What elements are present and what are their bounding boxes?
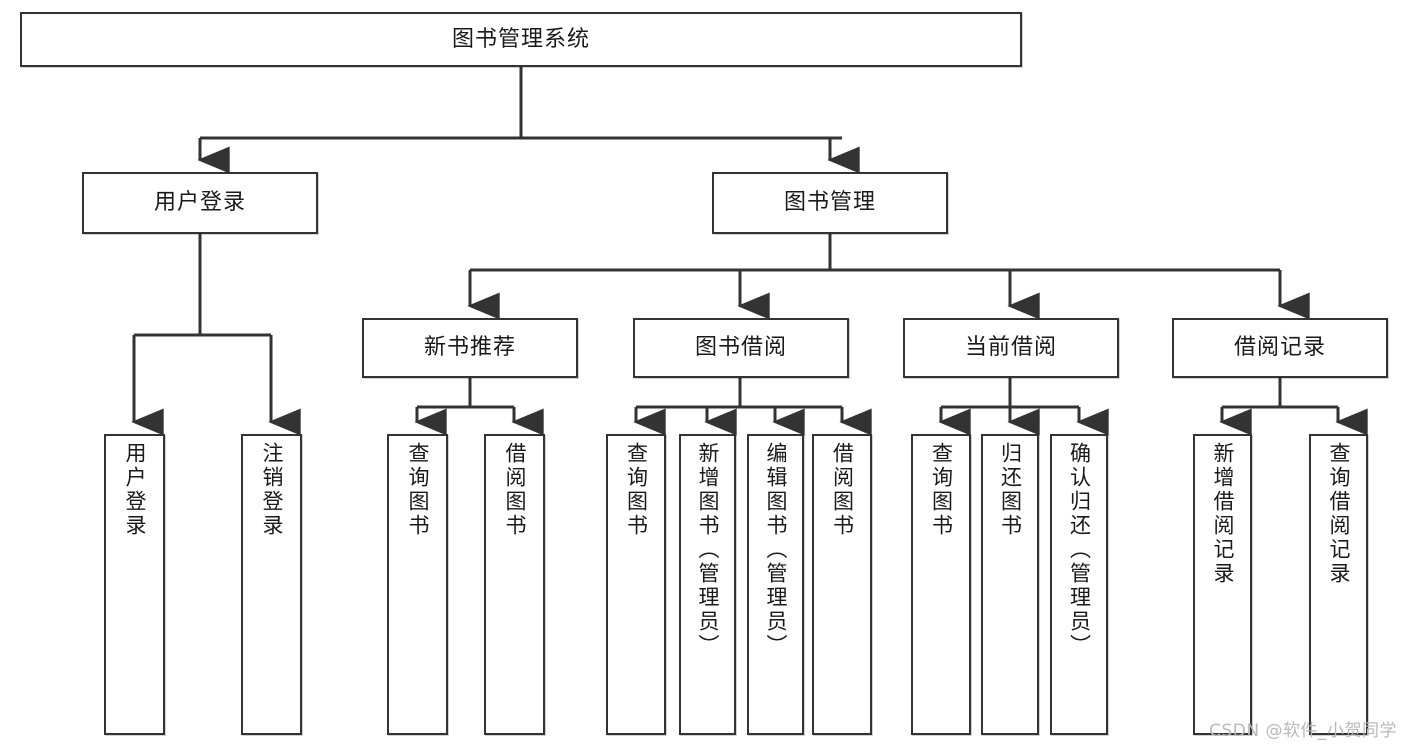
leaf-borrow-book-2-label: 借阅图书 [830, 442, 855, 538]
node-new-book-recommend[interactable]: 新书推荐 [362, 318, 578, 378]
leaf-borrow-book-1-label: 借阅图书 [503, 442, 527, 538]
leaf-add-borrow-record[interactable]: 新增借阅记录 [1193, 434, 1252, 735]
node-current-borrow[interactable]: 当前借阅 [903, 318, 1119, 378]
leaf-query-borrow-record-label: 查询借阅记录 [1327, 442, 1351, 586]
node-user-login[interactable]: 用户登录 [82, 172, 318, 234]
leaf-return-book-label: 归还图书 [998, 442, 1023, 538]
leaf-confirm-return[interactable]: 确认归还（管理员） [1050, 434, 1108, 735]
node-book-management-label: 图书管理 [783, 190, 876, 216]
leaf-query-book-3-label: 查询图书 [929, 442, 954, 538]
node-new-book-recommend-label: 新书推荐 [423, 335, 516, 361]
leaf-borrow-book-1[interactable]: 借阅图书 [484, 434, 545, 735]
leaf-query-book-2-label: 查询图书 [624, 442, 649, 538]
leaf-add-borrow-record-label: 新增借阅记录 [1211, 442, 1235, 586]
leaf-logout-login[interactable]: 注销登录 [241, 434, 302, 735]
node-user-login-label: 用户登录 [153, 190, 246, 216]
leaf-query-borrow-record[interactable]: 查询借阅记录 [1309, 434, 1368, 735]
node-book-borrow-label: 图书借阅 [694, 335, 787, 361]
leaf-query-book-1-label: 查询图书 [406, 442, 430, 538]
leaf-add-book[interactable]: 新增图书（管理员） [679, 434, 736, 735]
node-current-borrow-label: 当前借阅 [964, 335, 1057, 361]
node-root-label: 图书管理系统 [451, 26, 590, 52]
leaf-user-login[interactable]: 用户登录 [104, 434, 165, 735]
leaf-borrow-book-2[interactable]: 借阅图书 [812, 434, 872, 735]
node-book-management[interactable]: 图书管理 [712, 172, 948, 234]
node-root[interactable]: 图书管理系统 [20, 12, 1022, 67]
leaf-query-book-2[interactable]: 查询图书 [606, 434, 666, 735]
leaf-query-book-1[interactable]: 查询图书 [387, 434, 448, 735]
leaf-edit-book-label: 编辑图书（管理员） [764, 442, 788, 658]
leaf-logout-login-label: 注销登录 [260, 442, 284, 538]
node-borrow-record-label: 借阅记录 [1233, 335, 1326, 361]
leaf-add-book-label: 新增图书（管理员） [696, 442, 720, 658]
leaf-confirm-return-label: 确认归还（管理员） [1067, 442, 1092, 658]
watermark: CSDN @软件_小贺同学 [1209, 721, 1397, 741]
leaf-query-book-3[interactable]: 查询图书 [911, 434, 971, 735]
leaf-return-book[interactable]: 归还图书 [981, 434, 1039, 735]
leaf-user-login-label: 用户登录 [123, 442, 147, 538]
node-borrow-record[interactable]: 借阅记录 [1172, 318, 1388, 378]
leaf-edit-book[interactable]: 编辑图书（管理员） [747, 434, 804, 735]
node-book-borrow[interactable]: 图书借阅 [633, 318, 849, 378]
